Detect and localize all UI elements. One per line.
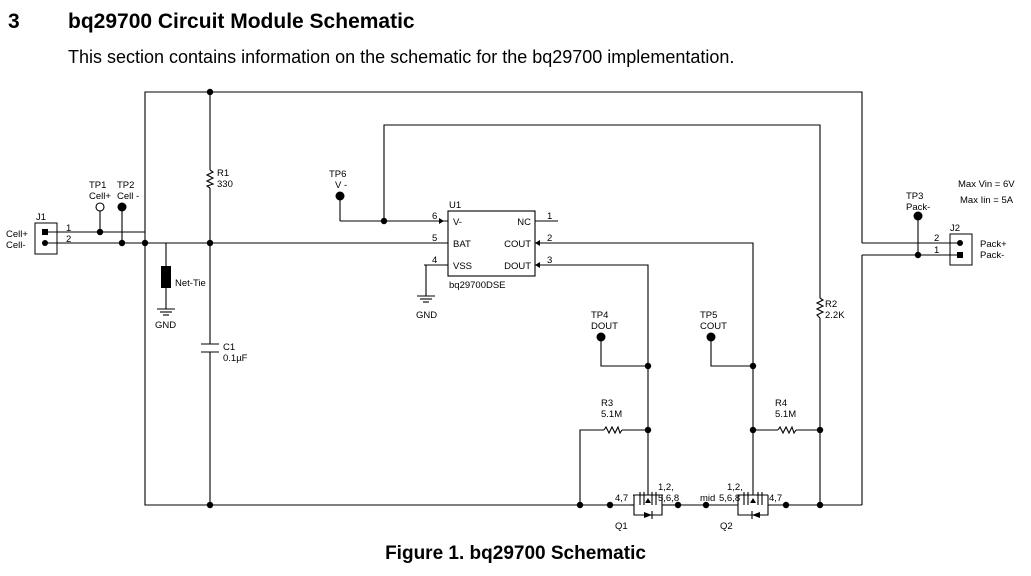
- r1-ref: R1: [217, 168, 229, 179]
- wire-pack: [862, 217, 958, 256]
- j2-pin-1: 1: [934, 245, 939, 256]
- c1-value: 0.1µF: [223, 353, 248, 364]
- tp6-net: V -: [335, 180, 347, 191]
- section-title: bq29700 Circuit Module Schematic: [68, 10, 415, 33]
- j1-pin-1: 1: [66, 223, 71, 234]
- tp3-net: Pack-: [906, 202, 930, 213]
- mosfet-q2: mid 1,2, 5,6,8 4,7 Q2: [700, 482, 782, 532]
- u1-pin-bat: BAT: [453, 239, 471, 250]
- ic-u1: U1 bq29700DSE 6 5 4 V- BAT VSS 1 2 3 NC …: [424, 200, 558, 291]
- j2-label-pack-minus: Pack-: [980, 250, 1004, 261]
- q1-pins-drain-top: 1,2,: [658, 482, 674, 493]
- c1-ref: C1: [223, 342, 235, 353]
- j1-label-cell-plus: Cell+: [6, 229, 28, 240]
- wire-vss-gnd: [425, 264, 448, 296]
- u1-part: bq29700DSE: [449, 280, 506, 291]
- r3-value: 5.1M: [601, 409, 622, 420]
- tp2-net: Cell -: [117, 191, 139, 202]
- q2-mid-label: mid: [700, 493, 715, 504]
- u1-pin-dout: DOUT: [504, 261, 531, 272]
- gnd-label-1: GND: [155, 320, 176, 331]
- testpoint-tp2: TP2 Cell -: [117, 180, 139, 212]
- q2-ref: Q2: [720, 521, 733, 532]
- connector-j2: J2 2 1 Pack+ Pack-: [934, 223, 1007, 266]
- note-max-vin: Max Vin = 6V: [958, 179, 1015, 190]
- j1-pin-2: 2: [66, 234, 71, 245]
- j1-ref: J1: [36, 212, 46, 223]
- r2-value: 2.2K: [825, 310, 845, 321]
- tp1-net: Cell+: [89, 191, 111, 202]
- tp4-ref: TP4: [591, 310, 608, 321]
- u1-pin-cout: COUT: [504, 239, 531, 250]
- gnd-symbol-1: GND: [155, 308, 176, 331]
- junction-dots: [96, 88, 922, 509]
- j1-label-cell-minus: Cell-: [6, 240, 26, 251]
- gnd-label-2: GND: [416, 310, 437, 321]
- wire-r1-c1: [209, 92, 424, 505]
- u1-pin-num-2: 2: [547, 233, 552, 244]
- u1-pin-num-4: 4: [432, 255, 437, 266]
- q2-pins-source: 4,7: [769, 493, 782, 504]
- u1-pin-num-6: 6: [432, 211, 437, 222]
- tp5-ref: TP5: [700, 310, 717, 321]
- wire-dout: [535, 264, 649, 490]
- resistor-r4: R4 5.1M: [775, 398, 797, 435]
- figure-caption: Figure 1. bq29700 Schematic: [385, 543, 646, 564]
- j2-label-pack-plus: Pack+: [980, 239, 1007, 250]
- tp4-net: DOUT: [591, 321, 618, 332]
- connector-j1: J1 Cell+ Cell- 1 2: [6, 212, 71, 255]
- u1-pin-v-minus: V-: [453, 217, 462, 228]
- section-number: 3: [8, 10, 20, 33]
- j2-pin-2: 2: [934, 233, 939, 244]
- wire-r3: [579, 429, 648, 505]
- testpoint-tp4: TP4 DOUT: [591, 310, 618, 342]
- u1-pin-nc: NC: [517, 217, 531, 228]
- testpoint-tp3: TP3 Pack-: [906, 191, 930, 221]
- testpoint-tp6: TP6 V -: [329, 169, 347, 201]
- j2-ref: J2: [950, 223, 960, 234]
- q1-pins-drain-bottom: 5,6,8: [658, 493, 679, 504]
- mosfet-q1: 4,7 1,2, 5,6,8 Q1: [615, 482, 679, 532]
- wire-cout: [535, 242, 754, 490]
- q2-pins-drain-bottom: 5,6,8: [719, 493, 740, 504]
- resistor-r1: R1 330: [205, 168, 233, 190]
- q1-ref: Q1: [615, 521, 628, 532]
- testpoint-tp1: TP1 Cell+: [89, 180, 111, 212]
- tp3-ref: TP3: [906, 191, 923, 202]
- net-tie: Net-Tie: [161, 266, 206, 289]
- tp6-ref: TP6: [329, 169, 346, 180]
- q2-pins-drain-top: 1,2,: [727, 482, 743, 493]
- u1-ref: U1: [449, 200, 461, 211]
- r2-ref: R2: [825, 299, 837, 310]
- r1-value: 330: [217, 179, 233, 190]
- wire-top-rail: [144, 91, 863, 243]
- gnd-symbol-2: GND: [416, 295, 437, 321]
- tp5-net: COUT: [700, 321, 727, 332]
- r4-value: 5.1M: [775, 409, 796, 420]
- u1-pin-num-5: 5: [432, 233, 437, 244]
- tp2-ref: TP2: [117, 180, 134, 191]
- u1-pin-vss: VSS: [453, 261, 472, 272]
- u1-pin-num-1: 1: [547, 211, 552, 222]
- section-intro: This section contains information on the…: [68, 47, 735, 67]
- resistor-r2: R2 2.2K: [815, 297, 845, 321]
- r3-ref: R3: [601, 398, 613, 409]
- wire-cell-plus: [46, 210, 145, 233]
- capacitor-c1: C1 0.1µF: [201, 342, 248, 364]
- tp1-ref: TP1: [89, 180, 106, 191]
- u1-pin-num-3: 3: [547, 255, 552, 266]
- r4-ref: R4: [775, 398, 787, 409]
- wire-cell-minus: [46, 210, 210, 309]
- ratings-note: Max Vin = 6V Max Iin = 5A: [958, 179, 1015, 206]
- q1-pins-source: 4,7: [615, 493, 628, 504]
- net-tie-label: Net-Tie: [175, 278, 206, 289]
- resistor-r3: R3 5.1M: [601, 398, 623, 435]
- note-max-iin: Max Iin = 5A: [960, 195, 1014, 206]
- testpoint-tp5: TP5 COUT: [700, 310, 727, 342]
